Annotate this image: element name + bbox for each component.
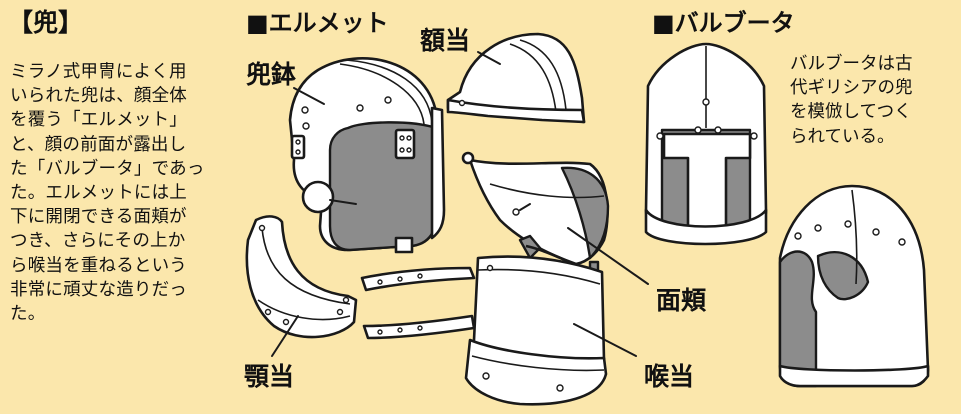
intro-line: た「バルブータ」であっ [10,158,205,179]
intro-line: と、顔の前面が露出し [10,134,187,155]
leader-skull [293,87,325,105]
page-title: 【兜】 [8,8,84,37]
label-visor: 面頬 [656,286,707,315]
intro-line: 非常に頑丈な造りだっ [10,279,187,300]
intro-line: た。 [10,304,46,325]
visor-drawing [461,151,610,284]
barbuta-line: を模倣してつく [790,102,912,123]
label-bevor: 喉当 [644,362,695,391]
intro-line: を覆う「エルメット」 [10,110,187,131]
label-brow: 額当 [420,26,471,55]
label-cheek: 顎当 [244,362,295,391]
barbuta-front-drawing [644,42,768,246]
leader-visor [567,227,649,285]
barbuta-description: バルブータは古 代ギリシアの兜 を模倣してつく られている。 [790,52,960,149]
intro-line: た。エルメットには上 [10,183,187,204]
label-skull: 兜鉢 [246,60,297,89]
barbuta-line: 代ギリシアの兜 [790,78,913,99]
armet-helmet-drawing [288,57,446,254]
barbuta-line: バルブータは古 [790,54,913,74]
bevor-drawing [464,255,608,406]
brow-reinforce-drawing [446,32,586,124]
intro-text: ミラノ式甲冑によく用 いられた兜は、顔全体 を覆う「エルメット」 と、顔の前面が… [10,60,238,326]
intro-line: 下に開閉できる面頬が [10,207,187,228]
barbuta-side-drawing [778,184,930,388]
intro-line: つき、さらにその上か [10,231,186,252]
section-heading-armet: ■エルメット [246,9,389,37]
leader-brow [477,51,501,65]
section-heading-barbuta: ■バルブータ [652,9,795,37]
intro-line: ら喉当を重ねるという [10,255,187,276]
leader-cheek [271,315,299,357]
intro-line: ミラノ式甲冑によく用 [10,62,187,82]
cheek-piece-drawing [245,215,358,339]
barbuta-line: られている。 [790,126,895,147]
intro-line: いられた兜は、顔全体 [10,86,187,107]
leader-bevor [573,323,637,357]
